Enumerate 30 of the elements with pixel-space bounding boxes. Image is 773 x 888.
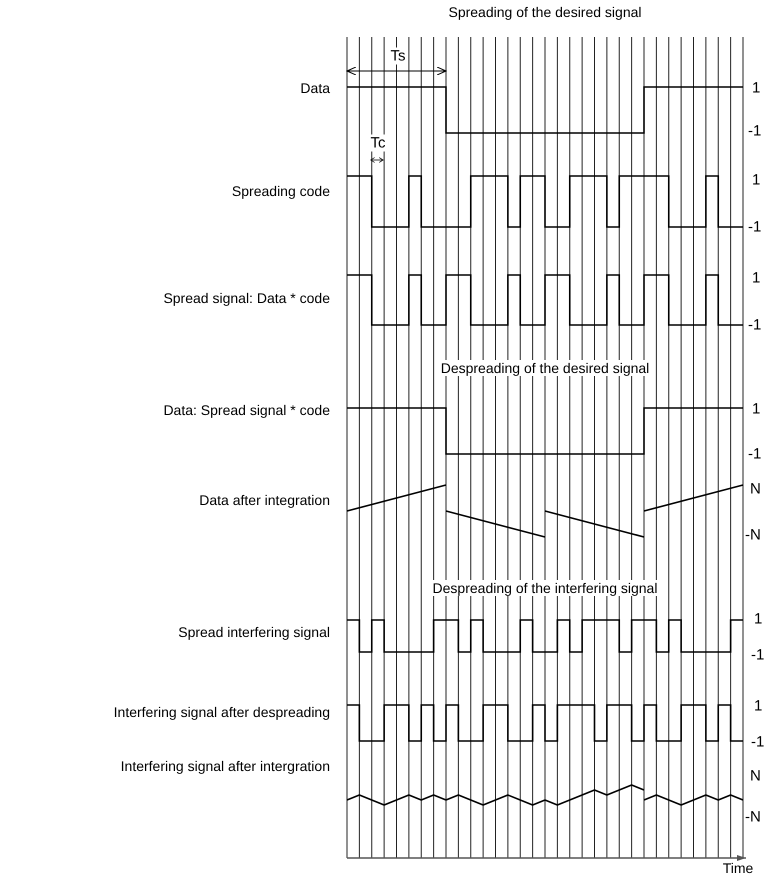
level-label: -1 <box>751 648 764 662</box>
level-label: -1 <box>748 220 762 234</box>
signal-label: Data <box>300 81 330 95</box>
dimension-label: Tc <box>368 134 388 152</box>
level-label: -N <box>745 528 761 542</box>
level-label: -1 <box>748 124 762 138</box>
level-label: 1 <box>752 172 760 188</box>
level-label: -1 <box>751 734 764 750</box>
signal-label: Spread signal: Data * code <box>163 291 330 305</box>
level-label: 1 <box>752 80 760 96</box>
level-label: -N <box>745 810 761 824</box>
level-label: -1 <box>748 446 762 462</box>
level-label: -1 <box>748 318 762 332</box>
signal-label: Data: Spread signal * code <box>163 403 330 417</box>
level-label: 1 <box>754 612 762 626</box>
signal-label: Interfering signal after despreading <box>114 705 330 719</box>
axis-label: Time <box>722 861 754 875</box>
level-label: 1 <box>752 402 760 416</box>
signal-label: Spreading code <box>232 184 330 198</box>
level-label: 1 <box>754 698 762 714</box>
signal-label: Spread interfering signal <box>178 625 330 639</box>
level-label: 1 <box>752 270 760 286</box>
level-label: N <box>750 482 761 496</box>
section-heading: Despreading of the interfering signal <box>430 580 660 596</box>
section-heading: Spreading of the desired signal <box>446 4 644 20</box>
signal-label: Data after integration <box>199 493 330 507</box>
level-label: N <box>750 768 761 784</box>
section-heading: Despreading of the desired signal <box>438 360 652 376</box>
signal-label: Interfering signal after intergration <box>120 759 330 773</box>
dimension-label: Ts <box>388 48 408 64</box>
